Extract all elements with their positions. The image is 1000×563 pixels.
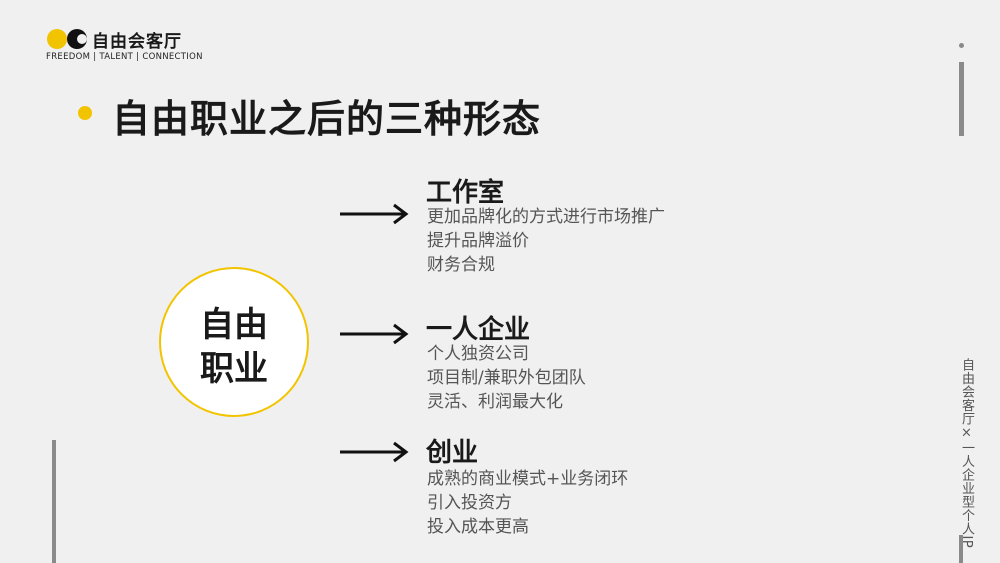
branch-title-studio: 工作室 <box>426 178 505 208</box>
branch-line: 灵活、利润最大化 <box>427 392 563 412</box>
branch-title-solo-company: 一人企业 <box>426 315 531 345</box>
arrow-right-icon <box>340 323 409 345</box>
branch-line: 投入成本更高 <box>427 517 529 537</box>
decor-bar-right-bottom <box>959 535 963 563</box>
title-bullet-icon <box>78 106 92 120</box>
center-label-line1: 自由 <box>200 305 268 345</box>
branch-line: 成熟的商业模式+业务闭环 <box>427 469 629 489</box>
branch-line: 个人独资公司 <box>427 344 529 364</box>
branch-line: 引入投资方 <box>427 493 512 513</box>
logo-mark-icon <box>47 29 87 49</box>
arrow-right-icon <box>340 203 409 225</box>
center-label: 自由 职业 <box>161 303 307 391</box>
branch-title-startup: 创业 <box>426 438 479 468</box>
side-caption: 自由会客厅×一人企业型个人IP <box>959 358 974 549</box>
decor-dot <box>959 43 964 48</box>
branch-line: 财务合规 <box>427 255 495 275</box>
decor-bar-left <box>52 440 56 563</box>
branch-line: 项目制/兼职外包团队 <box>427 368 586 388</box>
branch-line: 更加品牌化的方式进行市场推广 <box>427 207 665 227</box>
branch-line: 提升品牌溢价 <box>427 231 529 251</box>
decor-bar-right <box>959 62 964 136</box>
brand-tagline: FREEDOM | TALENT | CONNECTION <box>46 52 203 62</box>
brand-name: 自由会客厅 <box>92 32 182 52</box>
center-circle: 自由 职业 <box>159 267 309 417</box>
arrow-right-icon <box>340 441 409 463</box>
slide-title: 自由职业之后的三种形态 <box>112 97 542 141</box>
center-label-line2: 职业 <box>200 349 268 389</box>
